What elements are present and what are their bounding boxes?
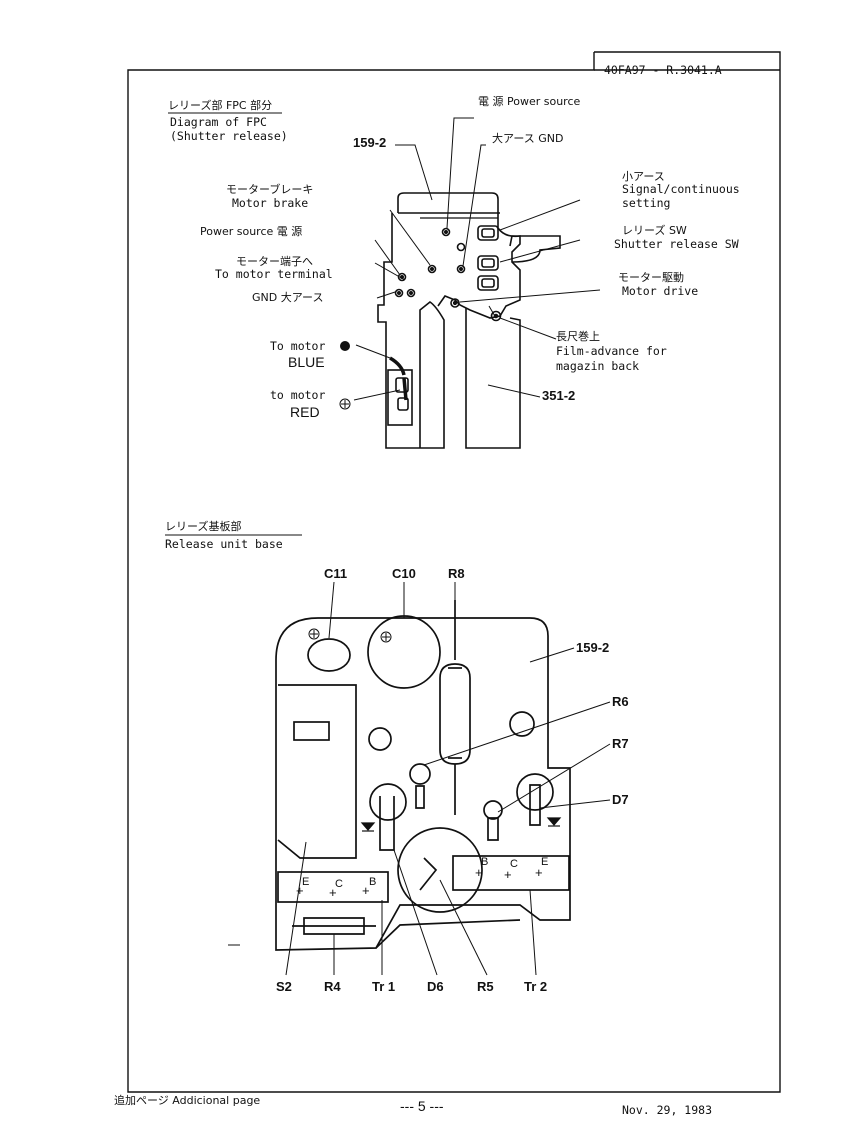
part-label-351-2: 351-2: [542, 388, 576, 403]
magazin-back-label: magazin back: [556, 359, 640, 373]
footer-additional-page: 追加ページ Addicional page: [114, 1094, 261, 1107]
fpc-title-en-line2: (Shutter release): [170, 129, 288, 143]
release-sw-en-label: Shutter release SW: [614, 237, 739, 251]
label-d6: D6: [427, 979, 444, 994]
label-s2: S2: [276, 979, 292, 994]
footer-date: Nov. 29, 1983: [622, 1103, 713, 1117]
doc-number: 40FA97 - R.3041.A: [604, 63, 722, 77]
fpc-board: [377, 192, 561, 449]
footer-page-number: --- 5 ---: [400, 1098, 444, 1114]
release-board: [275, 600, 571, 951]
release-title-en: Release unit base: [165, 537, 283, 551]
fpc-title-jp: レリーズ部 FPC 部分: [168, 99, 273, 112]
motor-terminal-minus-symbol: [340, 341, 350, 351]
tr2-pin-b: B: [481, 856, 489, 868]
motor-terminal-plus-symbol: [339, 398, 351, 410]
label-r7: R7: [612, 736, 629, 751]
label-r4: R4: [324, 979, 341, 994]
long-wind-jp-label: 長尺巻上: [556, 330, 600, 343]
signal-setting-label: setting: [622, 196, 671, 210]
gnd-left-label: GND 大アース: [252, 291, 324, 304]
label-r8: R8: [448, 566, 465, 581]
fpc-leader-lines: [353, 117, 601, 401]
tr2-plus-e: +: [535, 865, 543, 880]
label-r6: R6: [612, 694, 629, 709]
tr2-plus-b: +: [475, 865, 483, 880]
label-d7: D7: [612, 792, 629, 807]
tr2-plus-c: +: [504, 867, 512, 882]
tr1-pin-b: B: [369, 876, 377, 888]
motor-brake-en-label: Motor brake: [232, 196, 309, 210]
release-title-jp: レリーズ基板部: [165, 520, 242, 533]
red-wire-label: RED: [290, 404, 320, 420]
power-source-left-label: Power source 電 源: [200, 225, 303, 238]
power-source-top-label: 電 源 Power source: [478, 95, 581, 108]
big-gnd-label: 大アース GND: [492, 132, 564, 145]
page-frame: [127, 51, 781, 1093]
label-tr1: Tr 1: [372, 979, 396, 994]
tr1-pin-c: C: [335, 878, 343, 890]
motor-terminal-jp-label: モーター端子へ: [236, 255, 313, 268]
blue-wire-label: BLUE: [288, 354, 325, 370]
tr2-pin-c: C: [510, 858, 518, 870]
motor-drive-jp-label: モーター駆動: [618, 271, 684, 284]
label-c10: C10: [392, 566, 416, 581]
release-leader-lines: [285, 581, 611, 976]
label-c11: C11: [324, 566, 348, 581]
signal-continuous-label: Signal/continuous: [622, 182, 740, 196]
to-motor-red-label: to motor: [270, 388, 326, 402]
label-tr2: Tr 2: [524, 979, 548, 994]
label-159-2-release: 159-2: [576, 640, 610, 655]
tr1-plus-b: +: [362, 883, 370, 898]
part-label-159-2: 159-2: [353, 135, 387, 150]
tr1-plus-e: +: [296, 883, 304, 898]
motor-drive-en-label: Motor drive: [622, 284, 699, 298]
fpc-title-en-line1: Diagram of FPC: [170, 115, 267, 129]
plus-marks: [308, 628, 392, 643]
motor-brake-jp-label: モーターブレーキ: [226, 183, 314, 196]
motor-terminal-en-label: To motor terminal: [215, 267, 333, 281]
release-sw-jp-label: レリーズ SW: [622, 224, 687, 237]
to-motor-blue-label: To motor: [270, 339, 326, 353]
label-r5: R5: [477, 979, 494, 994]
film-advance-label: Film-advance for: [556, 344, 667, 358]
tr1-plus-c: +: [329, 885, 337, 900]
diode-symbols: [360, 817, 562, 832]
tr1-pin-e: E: [302, 876, 310, 888]
tr2-pin-e: E: [541, 856, 549, 868]
small-ground-jp-label: 小アース: [622, 170, 665, 183]
